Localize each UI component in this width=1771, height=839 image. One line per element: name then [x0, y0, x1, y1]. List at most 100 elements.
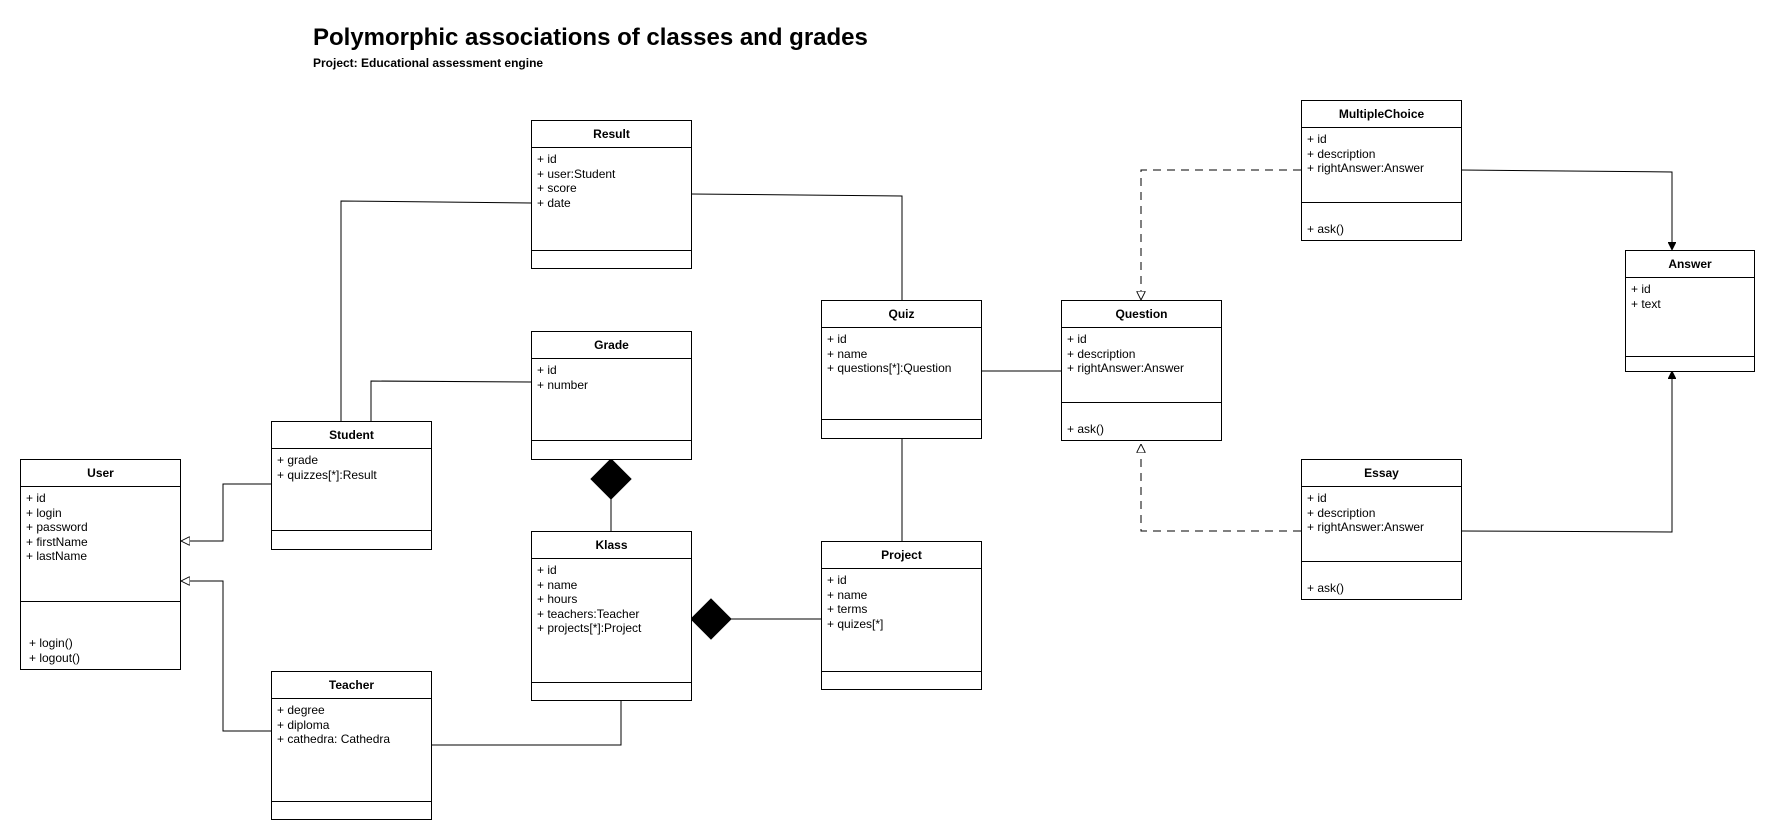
result-quiz-association: [690, 193, 903, 300]
attributes-section: + grade + quizzes[*]:Result: [272, 449, 431, 531]
attribute-row: + id: [1631, 282, 1651, 296]
essay-question-realization: [1141, 444, 1301, 532]
attribute-row: + name: [827, 587, 868, 602]
diagram-title: Polymorphic associations of classes and …: [313, 24, 868, 51]
class-name: Project: [822, 542, 981, 569]
attribute-row: + id: [1067, 332, 1087, 346]
methods-section: [532, 251, 691, 259]
attribute-row: + teachers:Teacher: [537, 606, 640, 621]
attribute-row: + description: [1307, 505, 1376, 520]
class-name: MultipleChoice: [1302, 101, 1461, 128]
methods-section: + ask(): [1302, 562, 1461, 600]
attributes-section: + id + name + hours + teachers:Teacher +…: [532, 559, 691, 683]
attribute-row: + description: [1067, 346, 1136, 361]
class-name: Quiz: [822, 301, 981, 328]
class-name: Answer: [1626, 251, 1754, 278]
methods-section: [1626, 357, 1754, 365]
student-result-association: [340, 200, 532, 421]
attribute-row: + id: [1307, 132, 1327, 146]
attribute-row: + password: [26, 520, 88, 534]
class-name: Teacher: [272, 672, 431, 699]
attribute-row: + text: [1631, 296, 1661, 311]
attributes-section: + id + login + password + firstName + la…: [21, 487, 180, 602]
attribute-row: + id: [26, 491, 46, 505]
class-student[interactable]: Student + grade + quizzes[*]:Result: [271, 421, 432, 550]
attribute-row: + diploma: [277, 717, 330, 732]
method-row: + ask(): [1307, 580, 1345, 595]
attribute-row: + id: [1307, 491, 1327, 505]
attribute-row: + grade: [277, 453, 319, 467]
attributes-section: + id + name + questions[*]:Question: [822, 328, 981, 420]
methods-section: + ask(): [1302, 203, 1461, 241]
class-name: User: [21, 460, 180, 487]
attribute-row: + hours: [537, 592, 578, 606]
class-multiplechoice[interactable]: MultipleChoice + id + description + righ…: [1301, 100, 1462, 241]
class-quiz[interactable]: Quiz + id + name + questions[*]:Question: [821, 300, 982, 439]
attribute-row: + lastName: [26, 549, 88, 563]
attribute-row: + firstName: [26, 534, 88, 549]
method-row: + logout(): [29, 650, 81, 665]
class-user[interactable]: User + id + login + password + firstName…: [20, 459, 181, 670]
attribute-row: + description: [1307, 146, 1376, 161]
teacher-user-generalization: [181, 581, 271, 732]
methods-section: [822, 672, 981, 680]
student-grade-association: [370, 380, 532, 421]
class-answer[interactable]: Answer + id + text: [1625, 250, 1755, 372]
attributes-section: + id + text: [1626, 278, 1754, 357]
attribute-row: + date: [537, 195, 571, 210]
teacher-klass-association: [431, 701, 622, 746]
class-name: Essay: [1302, 460, 1461, 487]
diagram-subtitle: Project: Educational assessment engine: [313, 56, 544, 70]
attribute-row: + name: [827, 346, 868, 361]
attribute-row: + projects[*]:Project: [537, 621, 642, 635]
attribute-row: + id: [827, 332, 847, 346]
attribute-row: + score: [537, 181, 577, 195]
class-result[interactable]: Result + id + user:Student + score + dat…: [531, 120, 692, 269]
attribute-row: + number: [537, 377, 589, 392]
methods-section: [272, 802, 431, 810]
attributes-section: + id + user:Student + score + date: [532, 148, 691, 251]
class-name: Grade: [532, 332, 691, 359]
attribute-row: + rightAnswer:Answer: [1307, 161, 1425, 175]
attribute-row: + id: [827, 573, 847, 587]
attributes-section: + id + description + rightAnswer:Answer: [1302, 128, 1461, 203]
attributes-section: + id + number: [532, 359, 691, 441]
attribute-row: + quizzes[*]:Result: [277, 467, 377, 482]
attribute-row: + name: [537, 577, 578, 592]
class-question[interactable]: Question + id + description + rightAnswe…: [1061, 300, 1222, 441]
attribute-row: + rightAnswer:Answer: [1067, 361, 1185, 375]
essay-answer-association: [1460, 371, 1672, 533]
multiplechoice-question-realization: [1141, 169, 1301, 300]
attribute-row: + login: [26, 505, 62, 520]
methods-section: [532, 441, 691, 449]
attribute-row: + quizes[*]: [827, 616, 884, 631]
method-row: + ask(): [1067, 421, 1105, 436]
attributes-section: + id + name + terms + quizes[*]: [822, 569, 981, 672]
methods-section: + login() + logout(): [21, 602, 180, 669]
class-teacher[interactable]: Teacher + degree + diploma + cathedra: C…: [271, 671, 432, 820]
class-essay[interactable]: Essay + id + description + rightAnswer:A…: [1301, 459, 1462, 600]
attributes-section: + degree + diploma + cathedra: Cathedra: [272, 699, 431, 802]
methods-section: + ask(): [1062, 403, 1221, 441]
class-grade[interactable]: Grade + id + number: [531, 331, 692, 460]
methods-section: [272, 531, 431, 539]
student-user-generalization: [181, 483, 271, 541]
attribute-row: + id: [537, 563, 557, 577]
method-row: + login(): [29, 636, 73, 650]
methods-section: [532, 683, 691, 691]
attributes-section: + id + description + rightAnswer:Answer: [1062, 328, 1221, 403]
class-name: Student: [272, 422, 431, 449]
attribute-row: + terms: [827, 602, 868, 616]
attribute-row: + questions[*]:Question: [827, 361, 952, 375]
class-project[interactable]: Project + id + name + terms + quizes[*]: [821, 541, 982, 690]
attribute-row: + degree: [277, 703, 325, 717]
attributes-section: + id + description + rightAnswer:Answer: [1302, 487, 1461, 562]
class-name: Klass: [532, 532, 691, 559]
methods-section: [822, 420, 981, 428]
multiplechoice-answer-association: [1460, 169, 1672, 250]
attribute-row: + user:Student: [537, 166, 616, 181]
attribute-row: + rightAnswer:Answer: [1307, 520, 1425, 534]
class-klass[interactable]: Klass + id + name + hours + teachers:Tea…: [531, 531, 692, 701]
attribute-row: + id: [537, 363, 557, 377]
